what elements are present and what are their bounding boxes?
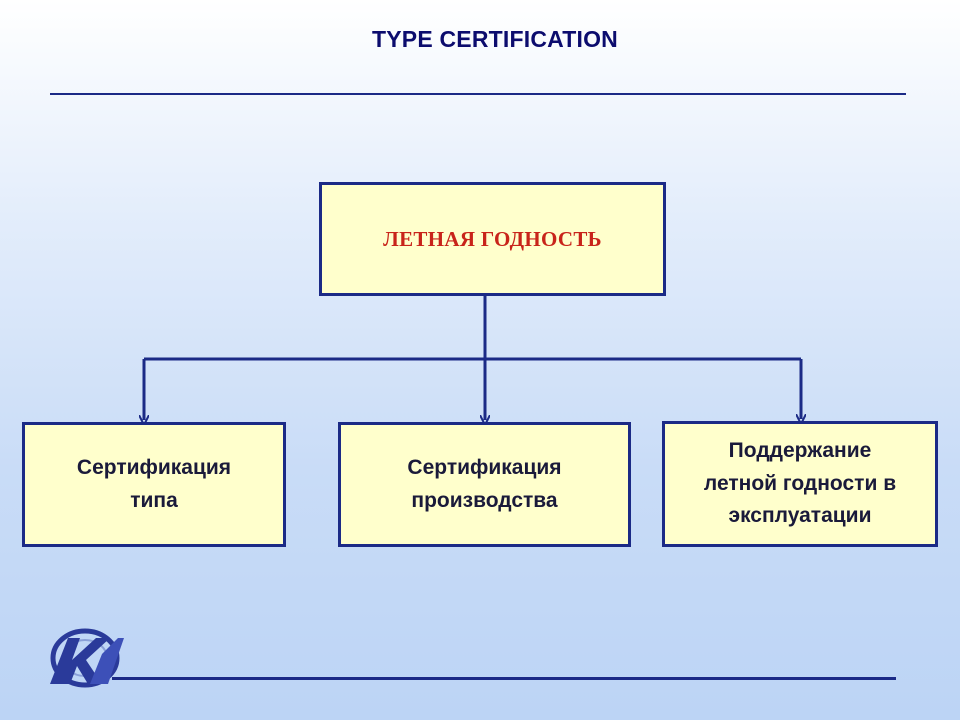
production-certification-box: Сертификация производства <box>338 422 631 547</box>
continued-airworthiness-label: Поддержание летной годности в эксплуатац… <box>703 439 897 528</box>
company-logo-icon <box>44 626 126 695</box>
title-divider <box>50 93 906 95</box>
footer-divider <box>112 677 896 680</box>
type-certification-label: Сертификация типа <box>76 455 232 512</box>
continued-airworthiness-box: Поддержание летной годности в эксплуатац… <box>662 421 938 547</box>
production-certification-label: Сертификация производства <box>407 455 562 512</box>
airworthiness-label: ЛЕТНАЯ ГОДНОСТЬ <box>383 226 602 251</box>
airworthiness-box: ЛЕТНАЯ ГОДНОСТЬ <box>319 182 666 296</box>
page-title: TYPE CERTIFICATION <box>372 26 618 52</box>
type-certification-box: Сертификация типа <box>22 422 286 547</box>
